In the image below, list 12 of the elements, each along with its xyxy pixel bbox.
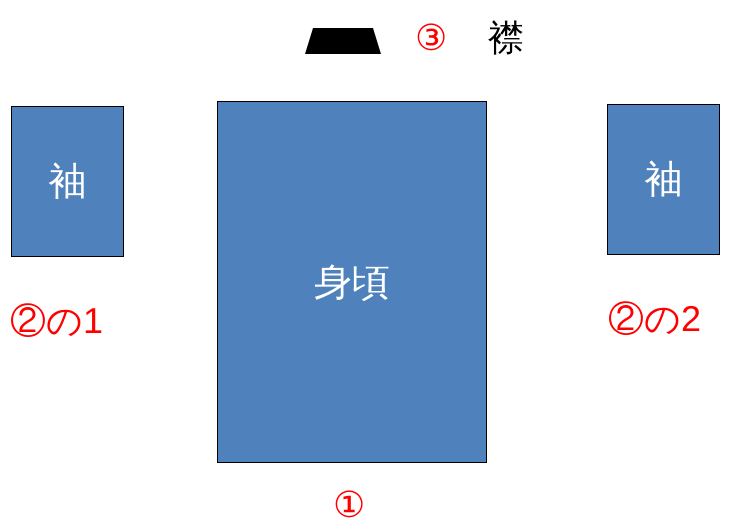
panel-label: 身頃 [314,260,390,306]
garment-panel [607,104,720,255]
collar-shape [304,27,382,55]
garment-panel [11,106,124,257]
panel-label: 袖 [48,160,86,205]
part-label: 襟 [488,20,524,56]
part-label: ②の1 [10,303,104,339]
garment-panel [217,101,487,463]
part-label: ②の2 [608,301,702,337]
part-label: ① [333,487,365,523]
panel-label: 袖 [644,158,682,203]
part-label: ③ [415,20,447,56]
